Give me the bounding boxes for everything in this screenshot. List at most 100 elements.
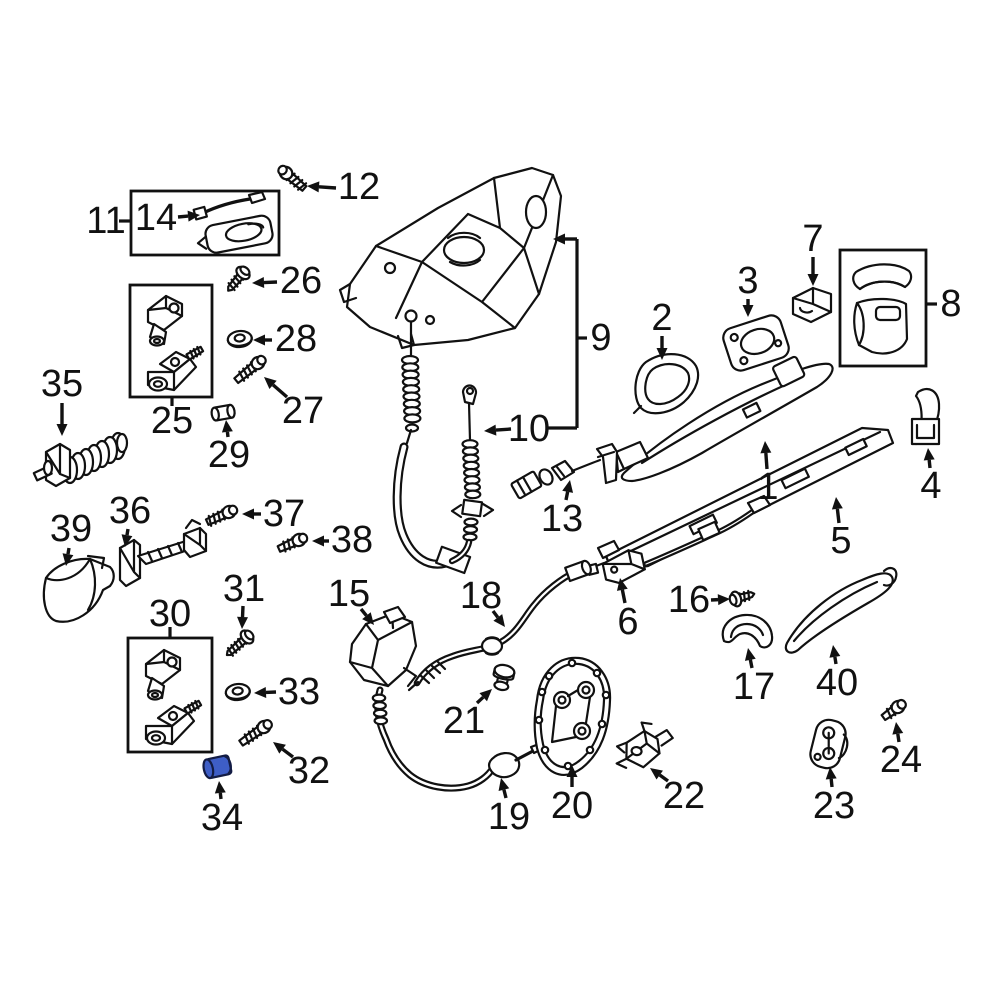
part-5-handle-reinforcement-rail [596, 426, 895, 573]
callout-26: 26 [252, 260, 322, 302]
callout-8: 8 [926, 283, 962, 325]
callout-23: 23 [813, 767, 855, 827]
callout-11: 11 [86, 200, 131, 242]
callout-17: 17 [733, 648, 775, 708]
callout-40: 40 [816, 645, 858, 704]
part-36-door-check-strap [118, 518, 208, 588]
part-number-9: 9 [590, 317, 611, 359]
part-4-handle-end-clip [910, 387, 941, 446]
part-number-16: 16 [668, 579, 710, 621]
part-number-32: 32 [288, 750, 330, 792]
part-25-upper-hinge-set [146, 294, 205, 392]
callout-30: 30 [149, 593, 191, 638]
part-number-7: 7 [802, 218, 823, 260]
callout-7: 7 [802, 218, 824, 286]
part-number-1: 1 [757, 466, 778, 508]
part-number-15: 15 [328, 573, 370, 615]
part-number-39: 39 [50, 508, 92, 550]
group-box-14 [129, 189, 281, 257]
part-number-29: 29 [208, 434, 250, 476]
part-number-25: 25 [151, 400, 193, 442]
group-box-8 [838, 248, 928, 368]
part-24-striker-bolt [880, 698, 907, 722]
part-16-trim-screw [728, 589, 756, 608]
callout-39: 39 [50, 508, 92, 566]
part-number-38: 38 [331, 519, 373, 561]
callout-34: 34 [201, 781, 243, 839]
part-number-28: 28 [275, 318, 317, 360]
part-number-27: 27 [282, 390, 324, 432]
part-number-26: 26 [280, 260, 322, 302]
part-8-handle-cover-set [852, 263, 913, 355]
part-number-2: 2 [651, 297, 672, 339]
callout-9: 9 [553, 233, 612, 428]
callout-2: 2 [651, 297, 673, 360]
part-number-4: 4 [920, 465, 941, 507]
part-number-30: 30 [149, 593, 191, 635]
callout-12: 12 [307, 166, 380, 208]
callout-4: 4 [920, 448, 942, 507]
part-28-hinge-nut [226, 329, 253, 349]
part-1-exterior-door-handle [614, 355, 834, 483]
part-39-door-check-cover [42, 554, 115, 623]
callout-36: 36 [109, 490, 151, 547]
callout-13: 13 [541, 480, 583, 540]
part-number-19: 19 [488, 796, 530, 838]
part-number-12: 12 [338, 166, 380, 208]
part-32-hinge-bolt-lower [238, 718, 273, 747]
part-33-hinge-nut-lower [224, 682, 251, 702]
part-37-check-strap-bolt [204, 504, 239, 527]
part-7-lock-cap-bracket [791, 286, 833, 324]
part-20-sound-deadener-panel [533, 656, 612, 776]
part-number-37: 37 [263, 493, 305, 535]
part-number-31: 31 [223, 568, 265, 610]
callout-33: 33 [254, 671, 320, 713]
part-number-11: 11 [86, 200, 125, 242]
part-number-23: 23 [813, 785, 855, 827]
part-40-door-trim-strip [784, 567, 898, 654]
part-2-handle-gasket [632, 353, 700, 415]
callout-21: 21 [443, 689, 492, 742]
part-number-34: 34 [201, 797, 243, 839]
part-number-18: 18 [460, 575, 502, 617]
part-number-13: 13 [541, 498, 583, 540]
part-35-door-check-boot [32, 431, 129, 488]
callout-37: 37 [242, 493, 305, 535]
part-number-20: 20 [551, 785, 593, 827]
callout-24: 24 [880, 722, 922, 781]
callout-3: 3 [737, 260, 759, 317]
part-29-cap-plug [210, 403, 236, 422]
part-number-6: 6 [617, 601, 638, 643]
part-10-lock-cable [392, 309, 495, 575]
callout-32: 32 [273, 742, 330, 792]
callout-20: 20 [551, 765, 593, 827]
part-number-3: 3 [737, 260, 758, 302]
part-14-interior-door-handle [192, 190, 274, 254]
part-13-lock-cylinder-switch [510, 442, 619, 500]
part-number-8: 8 [940, 283, 961, 325]
part-17-corner-trim-clip [721, 613, 774, 649]
callout-19: 19 [488, 778, 530, 838]
callout-5: 5 [830, 497, 852, 562]
callout-14: 14 [135, 197, 200, 239]
part-18-release-cable [407, 559, 592, 692]
part-number-21: 21 [443, 700, 485, 742]
callout-10: 10 [484, 408, 577, 450]
callout-6: 6 [616, 578, 639, 643]
part-number-22: 22 [663, 775, 705, 817]
part-23-striker-plate [809, 718, 849, 770]
part-27-hinge-bolt [233, 354, 267, 385]
part-34-cap-nut-highlighted [202, 754, 233, 780]
part-38-check-strap-bolt-2 [276, 532, 309, 553]
part-number-10: 10 [508, 408, 550, 450]
callout-25: 25 [151, 397, 193, 442]
part-number-5: 5 [830, 520, 851, 562]
callout-35: 35 [41, 363, 83, 436]
callout-22: 22 [650, 768, 705, 817]
part-number-36: 36 [109, 490, 151, 532]
part-3-handle-mount-plate [722, 314, 790, 372]
part-21-grommet-clip [492, 663, 516, 692]
part-6-touch-sensor-harness [586, 494, 772, 585]
part-15-door-lock-actuator [348, 605, 418, 688]
